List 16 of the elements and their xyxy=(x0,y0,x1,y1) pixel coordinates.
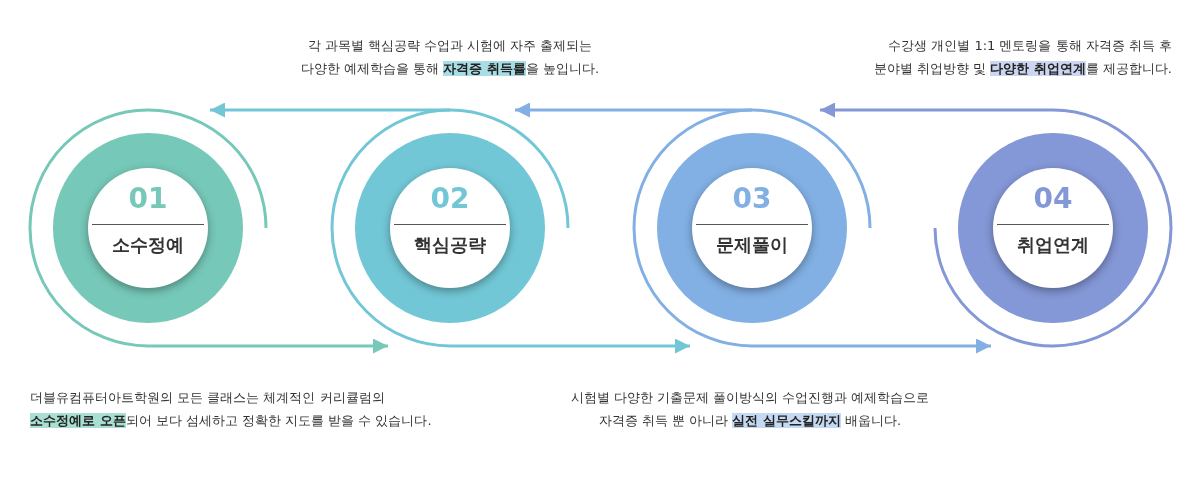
description-text: 수강생 개인별 1:1 멘토링을 통해 자격증 취득 후 분야별 취업방향 및 다양한 취업연계를 제공합니다. xyxy=(872,37,1172,78)
description-text: 더블유컴퓨터아트학원의 모든 클래스는 체계적인 커리큘럼의 소수정예로 오픈되어 보다 섬세하고 정확한 지도를 받을 수 있습니다. xyxy=(30,389,433,430)
arrow xyxy=(28,108,388,354)
step-title: 핵심공략 xyxy=(413,233,487,257)
arrow xyxy=(820,102,1173,348)
step-number: 04 xyxy=(1032,182,1074,216)
step-title: 취업연계 xyxy=(1016,233,1090,257)
step-title: 문제풀이 xyxy=(715,233,789,257)
arrow xyxy=(632,108,991,354)
step-number: 03 xyxy=(731,182,773,216)
step-number: 02 xyxy=(429,182,471,216)
step-number: 01 xyxy=(127,182,169,216)
description-text: 시험별 다양한 기출문제 풀이방식의 수업진행과 예제학습으로 자격증 취득 뿐 아니라 실전 실무스킬까지 배웁니다. xyxy=(569,389,931,430)
description-text: 각 과목별 핵심공략 수업과 시험에 자주 출제되는 다양한 예제학습을 통해 자격증 취득률을 높입니다. xyxy=(299,37,601,78)
arrow xyxy=(330,108,690,354)
step-title: 소수정예 xyxy=(111,233,185,257)
